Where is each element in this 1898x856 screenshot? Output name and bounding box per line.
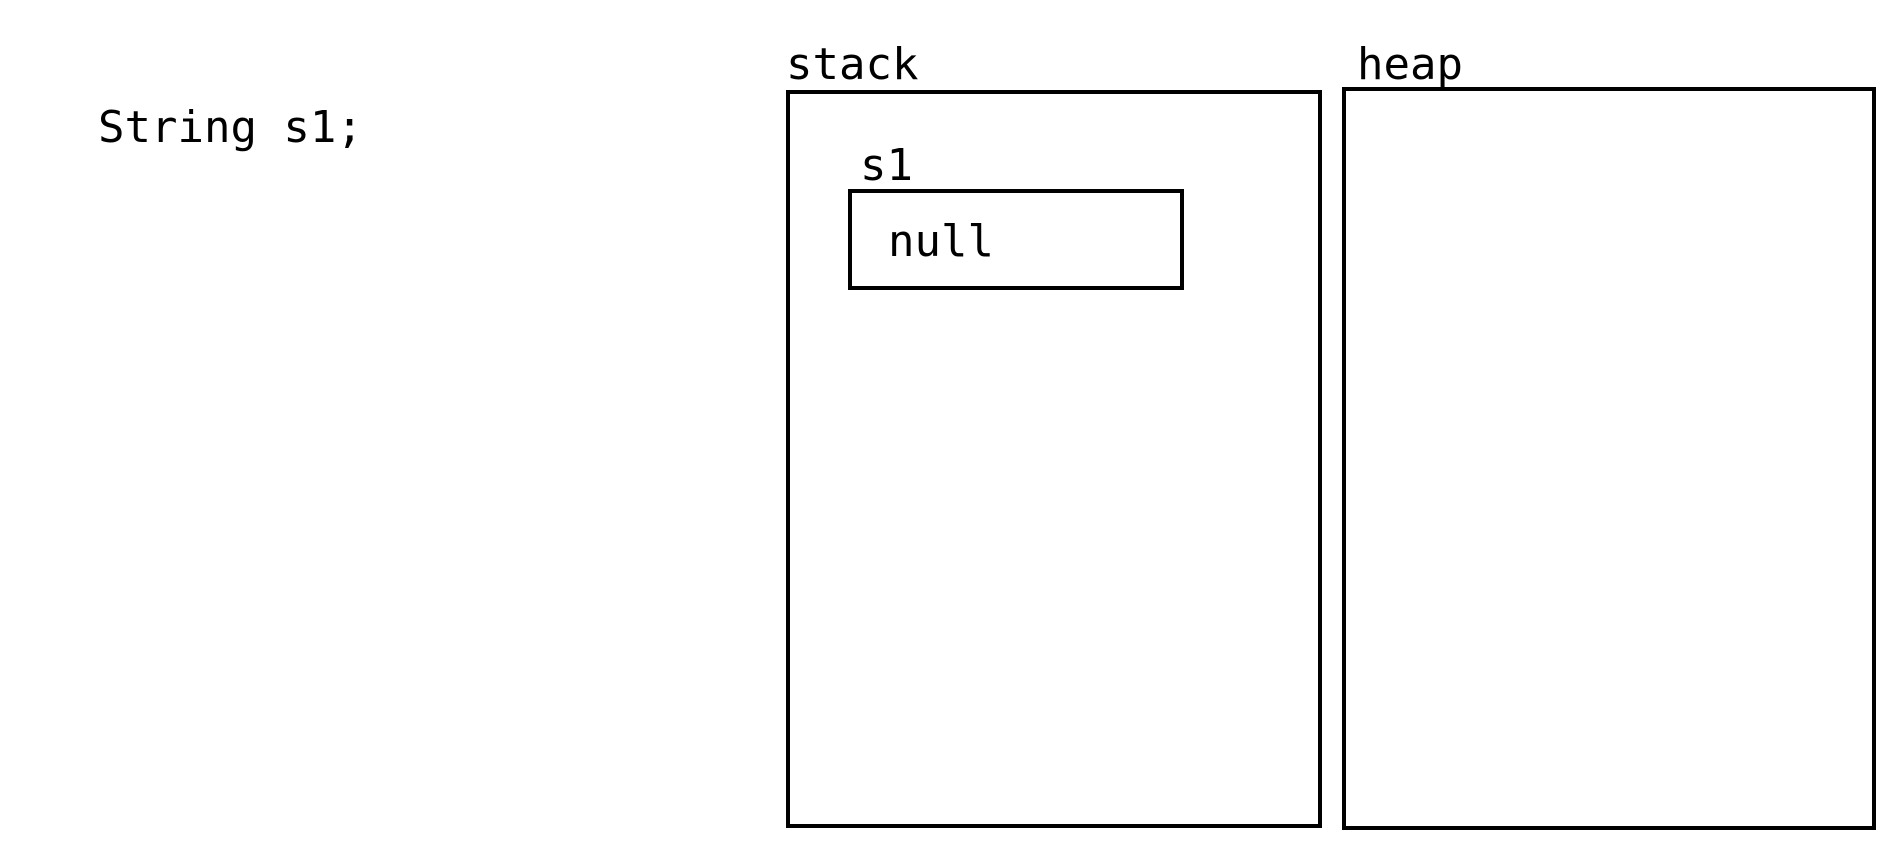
variable-value-s1: null [888, 216, 994, 267]
variable-cell-s1: null [848, 189, 1184, 290]
heap-label: heap [1357, 39, 1463, 90]
heap-region [1342, 87, 1876, 830]
stack-label: stack [786, 39, 919, 90]
code-statement: String s1; [98, 102, 363, 153]
variable-name-s1: s1 [860, 140, 913, 191]
